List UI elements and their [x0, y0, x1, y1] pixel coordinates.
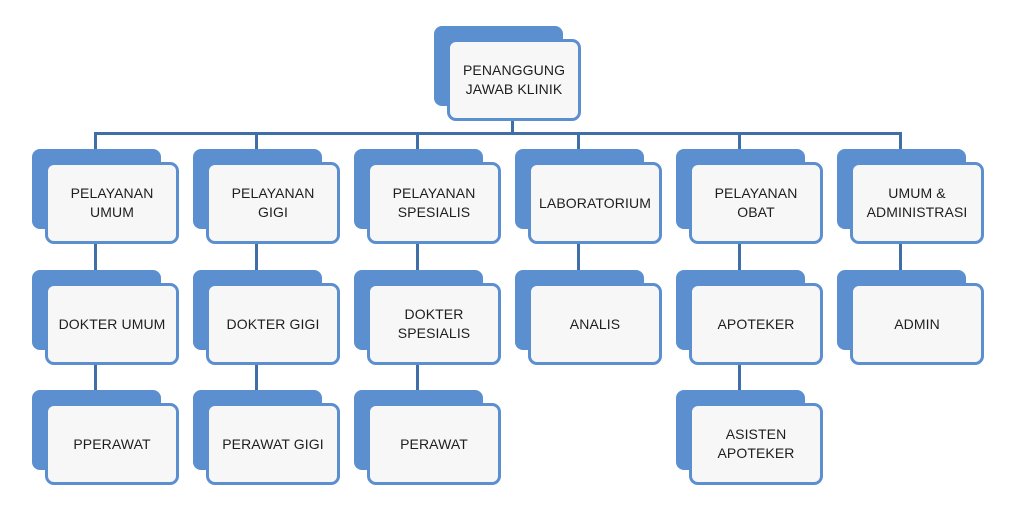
node-label: APOTEKER	[717, 315, 795, 332]
connector-bus	[94, 132, 902, 135]
node-spesialis-0: PELAYANAN SPESIALIS	[354, 149, 501, 244]
node-umum-2: PPERAWAT	[32, 390, 179, 485]
node-box: DOKTER GIGI	[206, 283, 340, 365]
node-label: PELAYANAN GIGI	[231, 185, 315, 220]
node-label: ADMIN	[894, 315, 940, 332]
node-root: PENANGGUNG JAWAB KLINIK	[434, 26, 581, 121]
node-label: ANALIS	[569, 315, 621, 332]
node-label: PPERAWAT	[73, 435, 151, 452]
node-obat-0: PELAYANAN OBAT	[676, 149, 823, 244]
node-admin-1: ADMIN	[837, 270, 984, 365]
node-label: DOKTER SPESIALIS	[397, 306, 471, 341]
node-box: PERAWAT	[367, 403, 501, 485]
node-umum-1: DOKTER UMUM	[32, 270, 179, 365]
node-gigi-0: PELAYANAN GIGI	[193, 149, 340, 244]
node-box: PELAYANAN GIGI	[206, 162, 340, 244]
connector-drop-umum	[94, 132, 97, 149]
connector-drop-gigi	[255, 132, 258, 149]
node-box: PERAWAT GIGI	[206, 403, 340, 485]
node-label: PELAYANAN UMUM	[70, 185, 154, 220]
node-label: DOKTER GIGI	[226, 315, 320, 332]
node-box: ASISTEN APOTEKER	[689, 403, 823, 485]
node-lab-0: LABORATORIUM	[515, 149, 662, 244]
node-gigi-2: PERAWAT GIGI	[193, 390, 340, 485]
connector-umum-1	[94, 241, 97, 270]
node-box: PELAYANAN OBAT	[689, 162, 823, 244]
connector-gigi-1	[255, 241, 258, 270]
node-box: PELAYANAN UMUM	[45, 162, 179, 244]
node-spesialis-2: PERAWAT	[354, 390, 501, 485]
node-label: PERAWAT GIGI	[222, 435, 324, 452]
node-admin-0: UMUM & ADMINISTRASI	[837, 149, 984, 244]
node-box: ANALIS	[528, 283, 662, 365]
node-label: ASISTEN APOTEKER	[717, 426, 795, 461]
node-box: APOTEKER	[689, 283, 823, 365]
node-label: LABORATORIUM	[539, 194, 651, 211]
node-gigi-1: DOKTER GIGI	[193, 270, 340, 365]
node-label-root: PENANGGUNG JAWAB KLINIK	[462, 62, 566, 97]
node-spesialis-1: DOKTER SPESIALIS	[354, 270, 501, 365]
connector-spesialis-1	[416, 241, 419, 270]
connector-root-drop	[511, 118, 514, 134]
node-label: PELAYANAN OBAT	[714, 185, 798, 220]
connector-obat-2	[738, 362, 741, 390]
connector-lab-1	[577, 241, 580, 270]
connector-drop-spesialis	[416, 132, 419, 149]
node-box: UMUM & ADMINISTRASI	[850, 162, 984, 244]
node-umum-0: PELAYANAN UMUM	[32, 149, 179, 244]
connector-drop-admin	[899, 132, 902, 149]
node-label: PELAYANAN SPESIALIS	[392, 185, 476, 220]
node-label: PERAWAT	[400, 435, 468, 452]
connector-drop-lab	[577, 132, 580, 149]
node-obat-2: ASISTEN APOTEKER	[676, 390, 823, 485]
connector-gigi-2	[255, 362, 258, 390]
node-box: ADMIN	[850, 283, 984, 365]
connector-admin-1	[899, 241, 902, 270]
node-box: DOKTER SPESIALIS	[367, 283, 501, 365]
connector-obat-1	[738, 241, 741, 270]
connector-umum-2	[94, 362, 97, 390]
node-box: LABORATORIUM	[528, 162, 662, 244]
node-label: UMUM & ADMINISTRASI	[866, 185, 968, 220]
node-box: PPERAWAT	[45, 403, 179, 485]
connector-spesialis-2	[416, 362, 419, 390]
node-box: PELAYANAN SPESIALIS	[367, 162, 501, 244]
node-box: DOKTER UMUM	[45, 283, 179, 365]
node-obat-1: APOTEKER	[676, 270, 823, 365]
node-label: DOKTER UMUM	[58, 315, 166, 332]
node-box: PENANGGUNG JAWAB KLINIK	[447, 39, 581, 121]
node-lab-1: ANALIS	[515, 270, 662, 365]
connector-drop-obat	[738, 132, 741, 149]
